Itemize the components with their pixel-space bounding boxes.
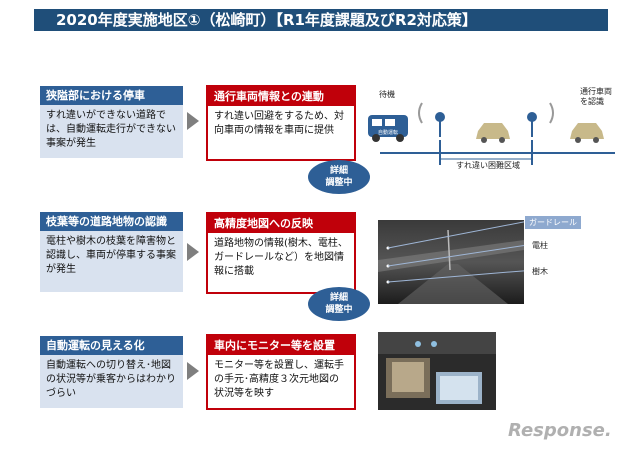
signal-wave-icon [418, 102, 423, 124]
measure-title-3: 車内にモニター等を設置 [208, 336, 354, 355]
measure-box-3: 車内にモニター等を設置 モニター等を設置し、運転手の手元･高精度３次元地図の状況… [206, 334, 356, 410]
arrow-right-icon [187, 362, 199, 380]
issue-box-2: 枝葉等の道路地物の認識 電柱や樹木の枝葉を障害物と認識し、車両が停車する事案が発… [40, 212, 183, 292]
point-cloud-map-image [378, 220, 524, 304]
measure-title-1: 通行車両情報との連動 [208, 87, 354, 106]
measure-box-2: 高精度地図への反映 道路地物の情報(樹木、電柱、ガードレールなど）を地図情報に搭… [206, 212, 356, 294]
guardrail-label: ガードレール [525, 216, 581, 229]
passing-diagram: 自動運転 [368, 102, 615, 165]
badge-line-2: 調整中 [325, 305, 353, 315]
status-badge-1: 詳細 調整中 [308, 160, 370, 194]
car-icon-1 [476, 123, 510, 139]
issue-box-1: 狭隘部における停車 すれ違いができない道路では、自動運転走行ができない事案が発生 [40, 86, 183, 158]
waiting-label: 待機 [379, 90, 395, 99]
measure-body-1: すれ違い回避をするため、対向車両の情報を車両に提供 [214, 111, 344, 136]
status-badge-2: 詳細 調整中 [308, 287, 370, 321]
measure-title-2: 高精度地図への反映 [208, 214, 354, 233]
sensor-pole-2-icon [527, 112, 537, 122]
measure-body-3: モニター等を設置し、運転手の手元･高精度３次元地図の状況等を映す [214, 360, 344, 399]
issue-title-3: 自動運転の見える化 [40, 336, 183, 355]
issue-body-3: 自動運転への切り替え･地図の状況等が乗客からはわかりづらい [46, 360, 176, 399]
sensor-pole-1-icon [435, 112, 445, 122]
car-icon-2 [570, 123, 604, 139]
issue-title-2: 枝葉等の道路地物の認識 [40, 212, 183, 231]
issue-title-1: 狭隘部における停車 [40, 86, 183, 105]
tree-label: 樹木 [532, 267, 548, 276]
oncoming-label-2: を認識 [580, 97, 604, 106]
badge-line-2: 調整中 [325, 178, 353, 188]
in-vehicle-monitor-image [378, 332, 496, 410]
bus-text: 自動運転 [378, 129, 398, 136]
arrow-right-icon [187, 112, 199, 130]
issue-box-3: 自動運転の見える化 自動運転への切り替え･地図の状況等が乗客からはわかりづらい [40, 336, 183, 408]
badge-line-1: 詳細 [329, 166, 348, 176]
signal-wave-icon [549, 102, 554, 124]
measure-body-2: 道路地物の情報(樹木、電柱、ガードレールなど）を地図情報に搭載 [214, 238, 348, 277]
issue-body-2: 電柱や樹木の枝葉を障害物と認識し、車両が停車する事案が発生 [46, 236, 176, 275]
badge-line-1: 詳細 [329, 293, 348, 303]
issue-body-1: すれ違いができない道路では、自動運転走行ができない事案が発生 [46, 110, 176, 149]
measure-box-1: 通行車両情報との連動 すれ違い回避をするため、対向車両の情報を車両に提供 [206, 85, 356, 161]
watermark-logo: Response. [508, 420, 612, 441]
zone-label: すれ違い困難区域 [456, 161, 520, 170]
page-title: 2020年度実施地区①（松崎町）【R1年度課題及びR2対応策】 [34, 9, 608, 31]
pole-label: 電柱 [532, 241, 548, 250]
oncoming-label-1: 通行車両 [580, 87, 612, 96]
arrow-right-icon [187, 243, 199, 261]
